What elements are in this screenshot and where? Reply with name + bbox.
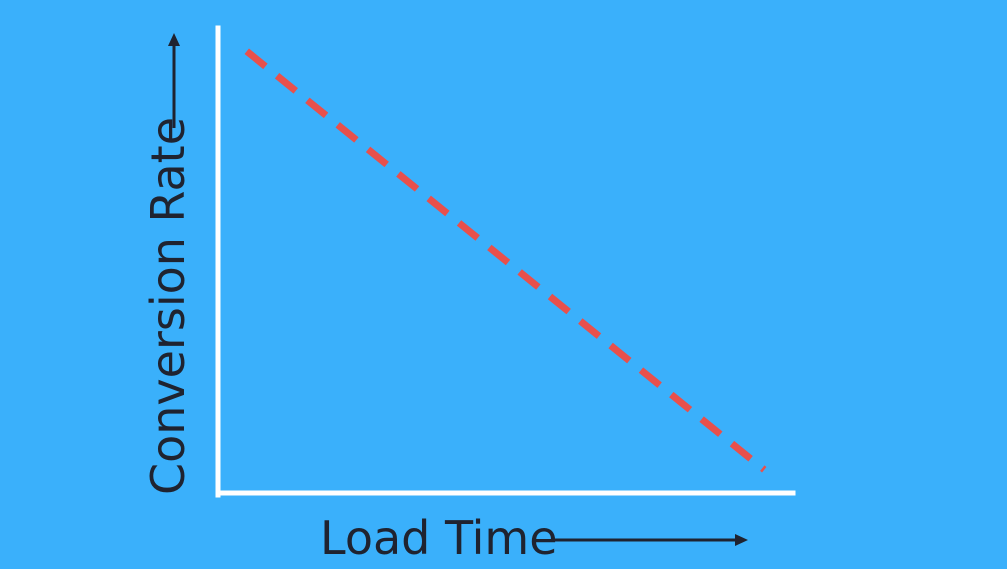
trend-line bbox=[244, 48, 767, 473]
x-axis-arrow-head bbox=[735, 534, 748, 546]
y-axis-arrow-head bbox=[168, 33, 180, 46]
y-axis-label: Conversion Rate bbox=[141, 117, 195, 495]
x-axis-label: Load Time bbox=[320, 511, 558, 565]
